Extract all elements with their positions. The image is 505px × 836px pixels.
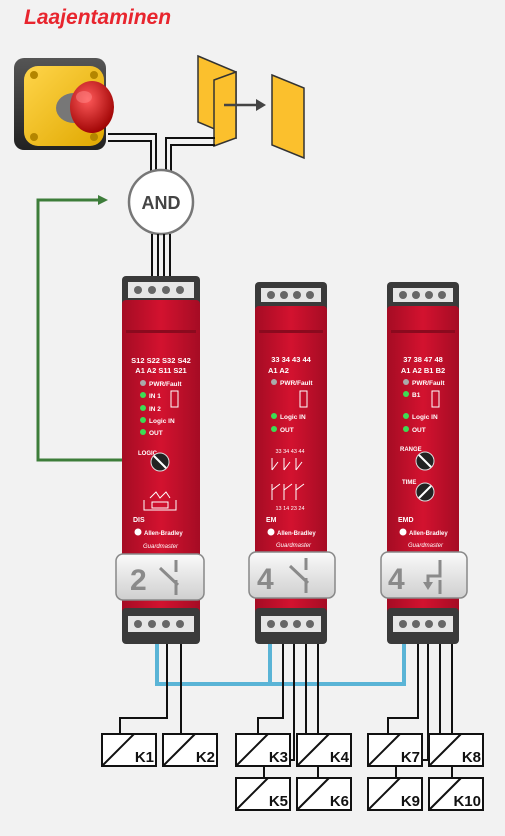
em-contact-top-label: 33 34 43 44 xyxy=(275,449,304,455)
emd-delay-contact-symbol-icon xyxy=(423,560,442,594)
module-emd: 37 38 47 48 A1 A2 B1 B2 PWR/Fault B1 Log… xyxy=(380,282,468,644)
emd-led-4-label: OUT xyxy=(412,427,426,434)
contactor-k4: K4 xyxy=(296,733,352,767)
contactor-label: K2 xyxy=(196,749,215,766)
contactor-k10: K10 xyxy=(428,777,484,811)
module-em: 33 34 43 44 A1 A2 PWR/Fault Logic IN OUT… xyxy=(248,282,336,644)
dis-name: DIS xyxy=(133,517,145,524)
contactor-label: K4 xyxy=(330,749,350,766)
contactor-label: K5 xyxy=(269,793,288,810)
em-sub-brand: Guardmaster xyxy=(276,543,312,549)
em-contacts-top-icon xyxy=(271,458,303,471)
contactor-label: K9 xyxy=(401,793,420,810)
dis-led-3-label: IN 2 xyxy=(149,406,161,413)
contactor-label: K1 xyxy=(135,749,154,766)
emd-brand: Allen-Bradley xyxy=(409,531,448,537)
dis-brand: Allen-Bradley xyxy=(144,531,183,537)
em-led-2-label: Logic IN xyxy=(280,414,306,421)
diagram-title: Laajentaminen xyxy=(24,6,172,29)
emd-terminals-bottom: A1 A2 B1 B2 xyxy=(401,366,445,375)
emd-name: EMD xyxy=(398,517,414,524)
input-wires xyxy=(108,133,215,180)
contactor-k9: K9 xyxy=(367,777,423,811)
em-contacts-bottom-icon xyxy=(271,483,305,500)
em-name: EM xyxy=(266,517,277,524)
emd-window-number: 4 xyxy=(388,563,405,596)
dis-led-4-label: Logic IN xyxy=(149,418,175,425)
module-dis: S12 S22 S32 S42 A1 A2 S11 S21 PWR/Fault … xyxy=(115,276,205,644)
contactor-label: K10 xyxy=(453,793,481,810)
emd-led-3-label: Logic IN xyxy=(412,414,438,421)
contactor-k1: K1 xyxy=(101,733,157,767)
and-output-wires xyxy=(151,234,171,280)
contactor-k3: K3 xyxy=(235,733,291,767)
contactor-label: K6 xyxy=(330,793,349,810)
em-contact-symbol-icon xyxy=(288,558,310,593)
em-brand: Allen-Bradley xyxy=(277,531,316,537)
and-gate: AND xyxy=(127,168,195,236)
contactor-k7: K7 xyxy=(367,733,423,767)
em-contact-bottom-label: 13 14 23 24 xyxy=(275,506,304,512)
em-terminals-bottom: A1 A2 xyxy=(268,366,289,375)
em-terminals-top: 33 34 43 44 xyxy=(271,355,311,364)
dis-terminals-bottom: A1 A2 S11 S21 xyxy=(135,366,186,375)
and-gate-label: AND xyxy=(142,193,181,213)
em-window-number: 4 xyxy=(257,563,274,596)
dis-window-number: 2 xyxy=(130,564,147,597)
emd-dial-2-label: TIME xyxy=(402,480,416,486)
contactor-label: K3 xyxy=(269,749,288,766)
feedback-line xyxy=(36,195,132,462)
dis-sub-brand: Guardmaster xyxy=(143,544,179,550)
safety-gate-icon xyxy=(197,54,305,160)
contactor-label: K8 xyxy=(462,749,481,766)
emd-led-2-label: B1 xyxy=(412,392,421,399)
contactor-k2: K2 xyxy=(162,733,218,767)
contactor-label: K7 xyxy=(401,749,420,766)
contactor-k8: K8 xyxy=(428,733,484,767)
module-bus-line xyxy=(155,644,406,686)
contactor-k6: K6 xyxy=(296,777,352,811)
contactor-k5: K5 xyxy=(235,777,291,811)
emd-terminals-top: 37 38 47 48 xyxy=(403,355,443,364)
emergency-stop-button-icon xyxy=(14,58,114,150)
dis-led-2-label: IN 1 xyxy=(149,393,161,400)
dis-led-1-label: PWR/Fault xyxy=(149,381,182,388)
dis-dial-label: LOGIC xyxy=(138,451,158,457)
emd-led-1-label: PWR/Fault xyxy=(412,380,445,387)
emd-sub-brand: Guardmaster xyxy=(408,543,444,549)
em-led-1-label: PWR/Fault xyxy=(280,380,313,387)
dis-terminals-top: S12 S22 S32 S42 xyxy=(131,356,191,365)
emd-dial-1-label: RANGE xyxy=(400,447,422,453)
dis-led-5-label: OUT xyxy=(149,430,163,437)
em-led-3-label: OUT xyxy=(280,427,294,434)
dis-contact-symbol-icon xyxy=(158,560,180,595)
dis-schematic-icon xyxy=(143,491,177,511)
